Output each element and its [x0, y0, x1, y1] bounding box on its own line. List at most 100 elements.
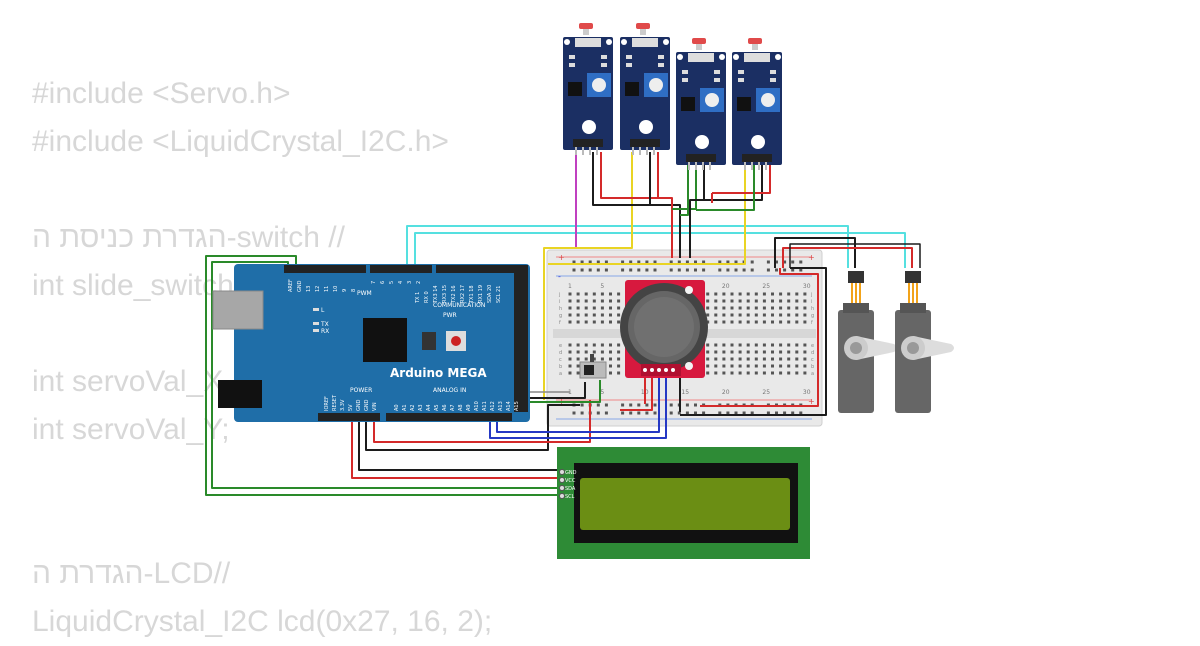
top-pin-label: AREF [288, 279, 294, 292]
analog-pin-label: A9 [466, 404, 472, 411]
microcontroller-chip [363, 318, 407, 362]
top-pin-label: 9 [342, 289, 348, 292]
top-pin-label: 10 [333, 286, 339, 292]
row-letter: i [811, 299, 812, 305]
column-number: 25 [762, 389, 770, 396]
column-number: 1 [568, 283, 572, 290]
code-line: int servoVal_Y; [32, 413, 230, 446]
power-jack [218, 380, 262, 408]
power-pin-label: GND [356, 399, 362, 411]
column-number: 20 [722, 283, 730, 290]
comm-pin-label: TX 1 [415, 292, 421, 304]
power-pin-label: 3.3V [340, 399, 346, 411]
row-letter: c [811, 357, 814, 363]
row-letter: c [559, 357, 562, 363]
comm-pin-label: RX2 17 [460, 285, 466, 303]
column-number: 20 [722, 389, 730, 396]
analog-pin-label: A1 [402, 404, 408, 411]
code-line: #include <Servo.h> [32, 77, 291, 110]
code-line: #include <LiquidCrystal_I2C.h> [32, 125, 449, 158]
arduino-board-name: Arduino MEGA [390, 366, 487, 380]
analog-pin-label: A11 [482, 401, 488, 411]
row-letter: a [559, 371, 562, 377]
analog-pin-label: A6 [442, 404, 448, 411]
pwm-pin-label: 3 [407, 281, 413, 284]
slide-switch[interactable] [579, 354, 607, 379]
row-letter: f [811, 320, 813, 326]
pwr-label: PWR [443, 312, 457, 319]
comm-pin-label: TX1 18 [469, 285, 475, 304]
svg-text:+: + [808, 253, 815, 262]
comm-pin-label: TX2 16 [451, 285, 457, 304]
column-number: 5 [600, 283, 604, 290]
row-letter: j [558, 292, 560, 298]
row-letter: h [811, 306, 814, 312]
pwm-pin-label: 6 [380, 281, 386, 284]
power-pin-label: VIN [372, 402, 378, 411]
light-sensor[interactable] [676, 38, 726, 170]
analog-pin-label: A14 [506, 401, 512, 411]
row-letter: j [810, 292, 812, 298]
analog-pin-label: A3 [418, 404, 424, 411]
light-sensor-modules [563, 23, 782, 170]
top-pin-label: 11 [324, 286, 330, 292]
communication-label: COMMUNICATION [433, 302, 485, 309]
svg-text:+: + [558, 253, 565, 262]
column-number: 15 [681, 389, 689, 396]
servo-motor[interactable] [838, 271, 897, 413]
row-letter: f [559, 320, 561, 326]
light-sensor[interactable] [620, 23, 670, 155]
svg-text:-: - [558, 272, 561, 281]
column-number: 30 [803, 389, 811, 396]
row-letter: b [811, 364, 814, 370]
pwm-pin-label: 4 [398, 281, 404, 284]
servo-motor[interactable] [895, 271, 954, 413]
code-line: int servoVal_X [32, 365, 224, 398]
comm-pin-label: RX1 19 [478, 285, 484, 303]
joystick-module[interactable] [620, 280, 708, 378]
led-tx-label: TX [320, 321, 329, 328]
analog-pin-label: A10 [474, 401, 480, 411]
analog-pin-label: A8 [458, 404, 464, 411]
circuit-diagram: 115510101515202025253030 jjiihhggffeeddc… [205, 23, 954, 559]
lcd-pin-label: VCC [565, 478, 576, 484]
analog-pin-label: A13 [498, 401, 504, 411]
row-letter: b [559, 364, 562, 370]
row-letter: d [811, 350, 814, 356]
servo-motors [838, 271, 954, 413]
light-sensor[interactable] [563, 23, 613, 155]
analog-pin-label: A4 [426, 404, 432, 411]
pwm-pin-label: 7 [371, 281, 377, 284]
power-pin-label: GND [364, 399, 370, 411]
light-sensor[interactable] [732, 38, 782, 170]
analog-in-label: ANALOG IN [433, 387, 466, 394]
analog-pin-label: A12 [490, 401, 496, 411]
row-letter: g [811, 313, 814, 319]
lcd-pin-label: GND [565, 470, 577, 476]
code-background: #include <Servo.h> #include <LiquidCrysta… [32, 70, 592, 646]
top-pin-label: GND [297, 280, 303, 292]
row-letter: i [559, 299, 560, 305]
power-pin-label: IOREF [324, 396, 330, 411]
lcd-pin-label: SDA [565, 486, 576, 492]
wires [205, 152, 921, 496]
led-rx-label: RX [321, 328, 329, 335]
code-line: // switch-הגדרת כניסת ה [32, 221, 345, 254]
comm-pin-label: SCL 21 [496, 286, 502, 303]
top-pin-label: 12 [315, 286, 321, 292]
pwm-pin-label: 5 [389, 281, 395, 284]
code-line: //LCD-הגדרת ה [32, 557, 231, 590]
top-pin-label: 8 [351, 289, 357, 292]
power-pin-label: 5V [348, 404, 354, 411]
analog-pin-label: A15 [514, 401, 520, 411]
power-pin-label: RESET [332, 394, 338, 411]
